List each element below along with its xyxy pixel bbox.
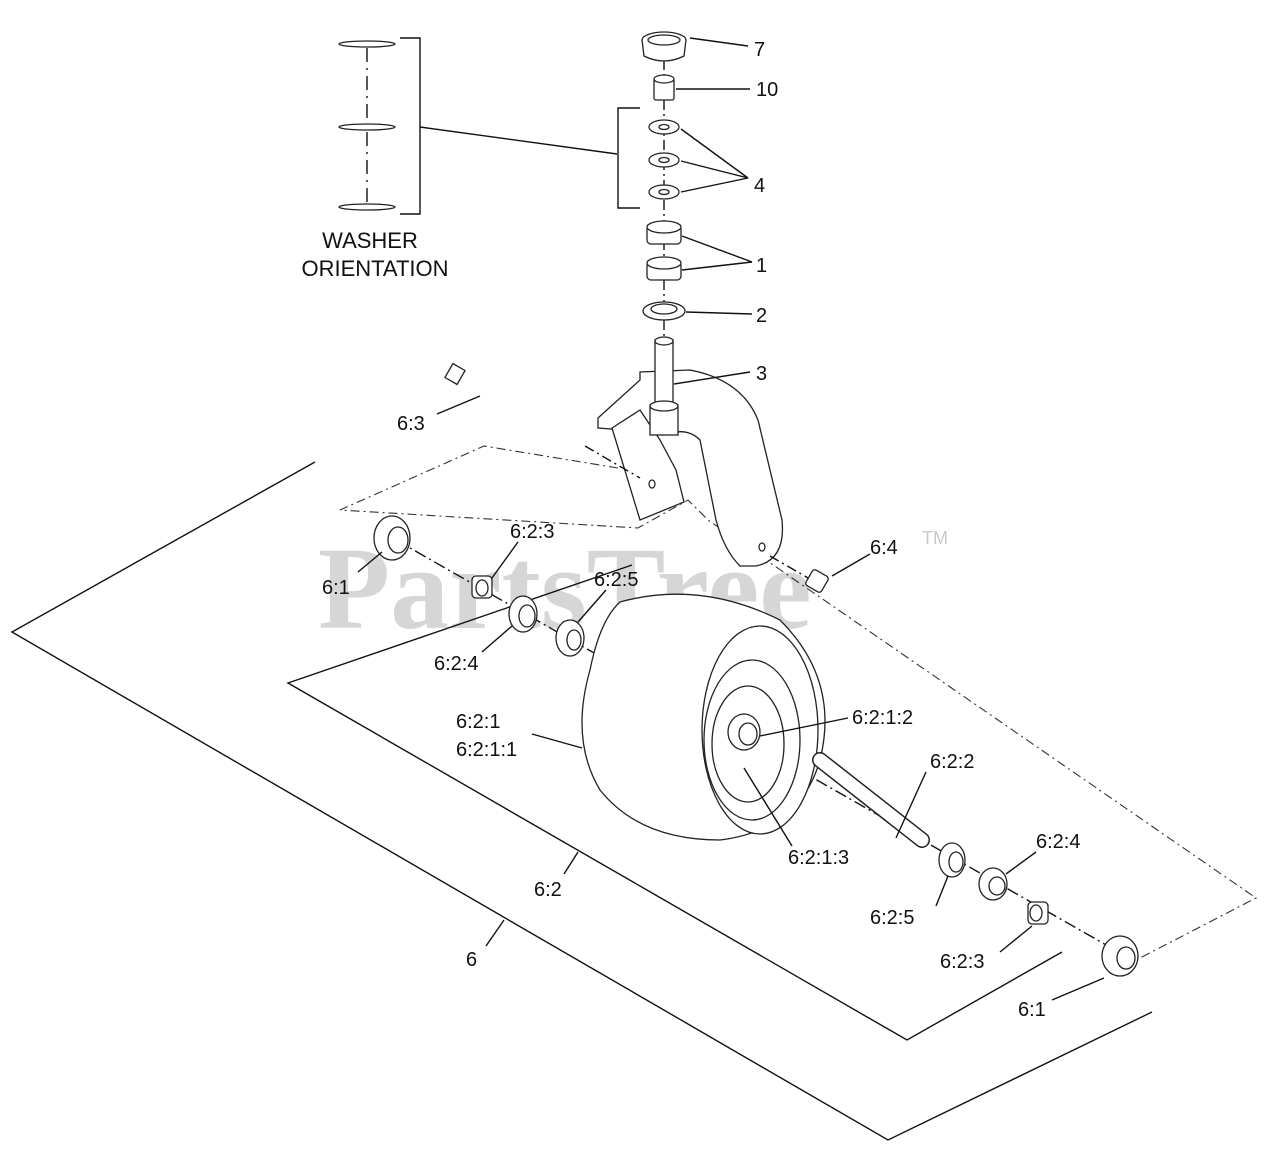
label-6-2-3-left: 6:2:3 xyxy=(510,521,554,543)
left-seal-part-6-2-4 xyxy=(508,595,538,633)
right-cap-part-6-1 xyxy=(1101,935,1139,977)
label-10: 10 xyxy=(756,79,778,101)
label-6-2-5-right: 6:2:5 xyxy=(870,907,914,929)
leader-lines xyxy=(357,37,1105,1001)
caster-fork-part-3 xyxy=(597,336,784,567)
label-1: 1 xyxy=(756,255,767,277)
label-4: 4 xyxy=(754,175,765,197)
nut-part-6-4 xyxy=(769,555,829,593)
assembly-6-2-outline xyxy=(286,564,1063,1041)
washer-orientation-title-line1: WASHER xyxy=(322,228,418,253)
label-6-2-3-right: 6:2:3 xyxy=(940,951,984,973)
label-6-2-5-left: 6:2:5 xyxy=(594,569,638,591)
washers-part-4 xyxy=(648,119,680,200)
trademark: TM xyxy=(922,528,948,548)
left-cap-part-6-1 xyxy=(373,515,411,561)
label-2: 2 xyxy=(756,305,767,327)
right-seal-part-6-2-4 xyxy=(978,867,1008,901)
label-6-3: 6:3 xyxy=(397,413,425,435)
label-6-1-left: 6:1 xyxy=(322,577,350,599)
seal-part-2 xyxy=(642,301,686,321)
label-6-2-1-3: 6:2:1:3 xyxy=(788,847,849,869)
assembly-6-outline xyxy=(10,461,1153,1141)
part-labels: 7 10 4 1 2 3 6:3 6:4 6:1 6:2:3 6:2:5 6:2… xyxy=(322,39,1080,1021)
label-6-1-right: 6:1 xyxy=(1018,999,1046,1021)
right-spacer-part-6-2-3 xyxy=(1027,901,1049,925)
label-6-2: 6:2 xyxy=(534,879,562,901)
washer-orientation-title-line2: ORIENTATION xyxy=(301,256,448,281)
label-7: 7 xyxy=(754,39,765,61)
left-bearing-part-6-2-5 xyxy=(555,619,585,657)
left-spacer-part-6-2-3 xyxy=(471,575,493,599)
label-6-2-1: 6:2:1 xyxy=(456,711,500,733)
label-6-2-4-left: 6:2:4 xyxy=(434,653,478,675)
bearings-part-1 xyxy=(646,220,682,281)
label-6-2-2: 6:2:2 xyxy=(930,751,974,773)
dust-cap-part-7 xyxy=(641,31,687,62)
washer-orientation-detail: WASHER ORIENTATION xyxy=(301,37,618,281)
label-3: 3 xyxy=(756,363,767,385)
label-6: 6 xyxy=(466,949,477,971)
nut-part-10 xyxy=(653,74,675,101)
wheel-part-6-2-1 xyxy=(581,593,826,841)
label-6-4: 6:4 xyxy=(870,537,898,559)
washer-group-bracket xyxy=(617,107,640,209)
label-6-2-1-1: 6:2:1:1 xyxy=(456,739,517,761)
label-6-2-1-2: 6:2:1:2 xyxy=(852,707,913,729)
axle-bolt-part-6-3 xyxy=(444,362,641,479)
axle-part-6-2-2 xyxy=(812,752,930,848)
right-bearing-part-6-2-5 xyxy=(938,842,966,878)
label-6-2-4-right: 6:2:4 xyxy=(1036,831,1080,853)
